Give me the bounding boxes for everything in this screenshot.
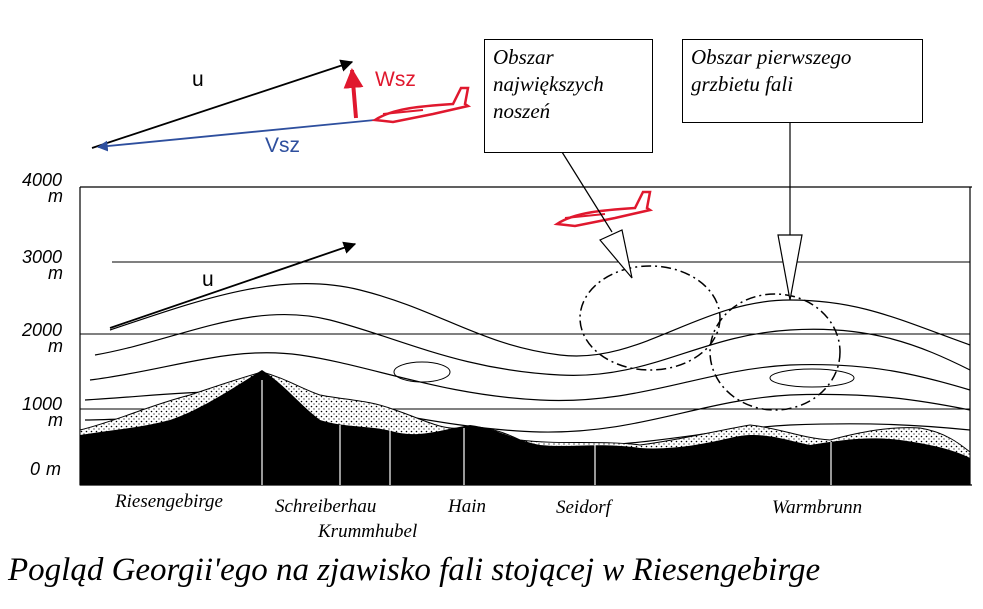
place-hain: Hain [448,496,486,518]
glider-icon [375,88,468,122]
place-warmbrunn: Warmbrunn [772,497,862,519]
place-seidorf: Seidorf [556,497,611,519]
place-krummhubel: Krummhubel [318,521,417,543]
wsz-vector-arrow [352,70,356,118]
profile-u-arrow [110,244,355,328]
vector-triangle [92,62,375,148]
rotor-circles [580,266,840,410]
callout-first-crest: Obszar pierwszego grzbietu fali [682,39,923,123]
profile-u-label: u [202,268,214,292]
vsz-vector-label: Vsz [265,134,300,158]
wsz-vector-label: Wsz [375,68,416,92]
terrain-profile [80,370,970,485]
figure-caption: Pogląd Georgii'ego na zjawisko fali stoj… [8,552,820,589]
vsz-vector-arrow [98,120,375,147]
rotor-zone-max-lift [580,266,720,370]
place-schreiberhau: Schreiberhau [275,496,376,518]
rotor-zone-first-crest [710,294,840,410]
place-riesengebirge: Riesengebirge [115,491,223,513]
u-vector-label: u [192,68,204,92]
callout-max-lift: Obszar największych noszeń [484,39,653,153]
glider-icon-2 [557,192,650,226]
